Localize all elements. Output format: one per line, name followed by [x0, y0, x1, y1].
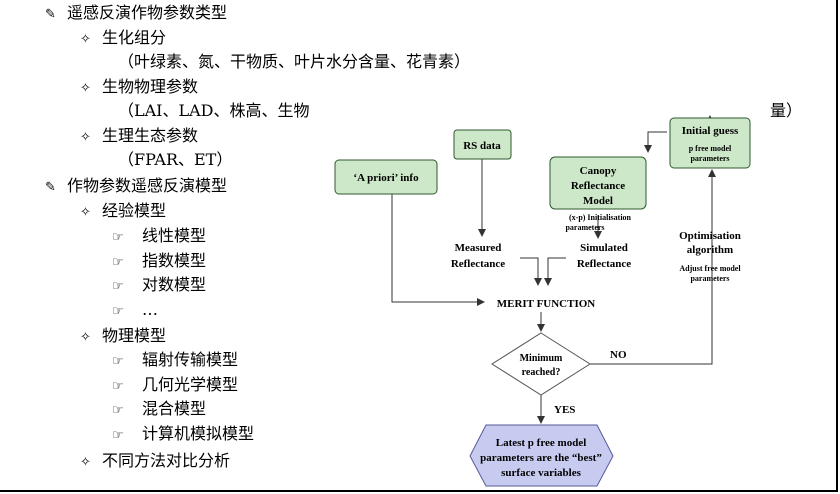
- pointing-hand-icon: ☞: [112, 403, 124, 418]
- pencil-icon: ✎: [45, 180, 56, 195]
- outline-item: ☞ 计算机模拟模型: [112, 424, 254, 446]
- connectors: [391, 115, 716, 424]
- outline-item: ☞ 混合模型: [112, 399, 206, 421]
- diamond-star-icon: ✧: [80, 130, 91, 145]
- canopy-label-3: Model: [583, 195, 613, 207]
- measured-label-2: Reflectance: [451, 258, 505, 270]
- outline-item: ☞ 线性模型: [112, 226, 206, 248]
- outline-text: 线性模型: [142, 226, 207, 245]
- canopy-label-1: Canopy: [580, 165, 617, 177]
- diamond-star-icon: ✧: [80, 455, 91, 470]
- adjust-label-1: Adjust free model: [679, 264, 741, 273]
- diamond-star-icon: ✧: [80, 330, 91, 345]
- initial-guess-sub-1: p free model: [689, 144, 732, 153]
- outline-text: 几何光学模型: [142, 375, 239, 394]
- outline-item: ☞…: [112, 300, 158, 322]
- init-params-2: parameters: [565, 223, 604, 232]
- measured-label-1: Measured: [455, 242, 502, 254]
- diamond-star-icon: ✧: [80, 81, 91, 96]
- outline-item: ✧ 物理模型: [80, 326, 166, 348]
- outline-text: 生理生态参数: [102, 126, 199, 145]
- optimisation-label-1: Optimisation: [679, 230, 741, 242]
- outline-text: 对数模型: [142, 275, 207, 294]
- outline-text: 辐射传输模型: [142, 350, 239, 369]
- outline-text: 混合模型: [142, 399, 207, 418]
- result-label-3: surface variables: [501, 467, 581, 479]
- outline-item: ✧ 生理生态参数: [80, 126, 198, 148]
- outline-item: ✧ 生物物理参数: [80, 77, 198, 99]
- decision-label-1: Minimum: [520, 353, 563, 364]
- outline-item: 量）: [770, 101, 802, 121]
- diamond-star-icon: ✧: [80, 32, 91, 47]
- simulated-label-2: Reflectance: [577, 258, 631, 270]
- decision-label-2: reached?: [522, 367, 561, 378]
- canopy-label-2: Reflectance: [571, 180, 625, 192]
- pointing-hand-icon: ☞: [112, 279, 124, 294]
- pencil-icon: ✎: [45, 7, 56, 22]
- diamond-star-icon: ✧: [80, 205, 91, 220]
- rsdata-label: RS data: [463, 140, 501, 152]
- outline-text: （叶绿素、氮、干物质、叶片水分含量、花青素）: [118, 52, 471, 71]
- apriori-box: [334, 159, 438, 195]
- outline-text: 生物物理参数: [102, 77, 199, 96]
- initial-guess-sub-2: parameters: [690, 154, 729, 163]
- outline-text: 作物参数遥感反演模型: [67, 176, 228, 195]
- initial-guess-label: Initial guess: [682, 125, 739, 137]
- outline-text: （FPAR、ET）: [118, 150, 233, 169]
- result-label-1: Latest p free model: [496, 437, 587, 449]
- guess-to-model-arrow: [644, 131, 667, 153]
- pointing-hand-icon: ☞: [112, 379, 124, 394]
- outline-text: 生化组分: [102, 28, 167, 47]
- outline-text: 不同方法对比分析: [102, 451, 231, 470]
- outline-text: 物理模型: [102, 326, 167, 345]
- outline-text: （LAI、LAD、株高、生物: [118, 101, 310, 120]
- outline-item: ☞ 辐射传输模型: [112, 350, 238, 372]
- pointing-hand-icon: ☞: [112, 255, 124, 270]
- outline-text: 经验模型: [102, 201, 167, 220]
- initial-guess-box: [669, 117, 751, 169]
- rsdata-box: [453, 129, 512, 160]
- outline-item: （FPAR、ET）: [118, 150, 232, 170]
- outline-item: ✎ 遥感反演作物参数类型: [45, 3, 227, 25]
- outline-item: ✧ 生化组分: [80, 28, 166, 50]
- outline-text: …: [142, 300, 158, 319]
- simulated-to-merit-arrow: [544, 257, 566, 286]
- init-params-1: (x-p) Initialisation: [569, 213, 632, 222]
- canopy-model-box: [549, 156, 647, 210]
- optimisation-label-2: algorithm: [687, 244, 733, 256]
- decision-diamond: [491, 332, 591, 396]
- no-branch-arrow: [590, 169, 716, 365]
- outline-item: ✧ 不同方法对比分析: [80, 451, 230, 473]
- pointing-hand-icon: ☞: [112, 230, 124, 245]
- outline-item: ☞ 几何光学模型: [112, 375, 238, 397]
- apriori-to-merit-arrow: [391, 193, 485, 306]
- outline-text: 计算机模拟模型: [142, 424, 255, 443]
- outline-text: 量）: [770, 101, 803, 120]
- simulated-label-1: Simulated: [580, 242, 628, 254]
- no-label: NO: [610, 349, 627, 361]
- outline-text: 指数模型: [142, 251, 207, 270]
- result-label-2: parameters are the “best”: [480, 452, 602, 464]
- apriori-label: ‘A priori’ info: [353, 172, 419, 184]
- yes-label: YES: [554, 404, 575, 416]
- adjust-label-2: parameters: [690, 274, 729, 283]
- merit-function-label: MERIT FUNCTION: [497, 298, 596, 310]
- outline-item: ☞ 指数模型: [112, 251, 206, 273]
- outline-text: 遥感反演作物参数类型: [67, 3, 228, 22]
- outline-item: （LAI、LAD、株高、生物: [118, 101, 310, 121]
- outline-item: （叶绿素、氮、干物质、叶片水分含量、花青素）: [118, 52, 470, 72]
- result-hexagon: [469, 424, 614, 487]
- pointing-hand-icon: ☞: [112, 428, 124, 443]
- outline-item: ✧ 经验模型: [80, 201, 166, 223]
- outline-item: ✎ 作物参数遥感反演模型: [45, 176, 227, 198]
- outline-item: ☞ 对数模型: [112, 275, 206, 297]
- measured-to-merit-arrow: [520, 257, 542, 286]
- pointing-hand-icon: ☞: [112, 354, 124, 369]
- pointing-hand-icon: ☞: [112, 304, 124, 319]
